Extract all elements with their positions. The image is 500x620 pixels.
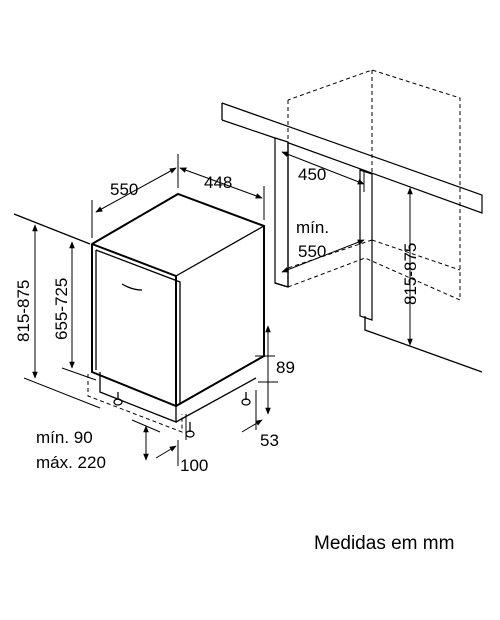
top-dimensions: [91, 154, 265, 238]
plinth-dimensions: [131, 414, 187, 466]
label-min-depth-prefix: mín.: [296, 218, 329, 237]
label-foot-53: 53: [260, 431, 279, 450]
label-plinth-100: 100: [180, 456, 208, 475]
dishwasher-body: [87, 192, 266, 438]
foot-dimensions: [241, 325, 278, 433]
niche-side-wall: [274, 137, 289, 288]
label-min-depth-value: 550: [298, 242, 326, 261]
label-depth: 550: [110, 180, 138, 199]
label-height-left: 815-875: [14, 280, 33, 342]
label-min-plinth: mín. 90: [36, 428, 93, 447]
label-foot-89: 89: [276, 358, 295, 377]
min-depth-dimension: [281, 239, 365, 273]
label-niche-depth: 450: [298, 165, 326, 184]
units-caption: Medidas em mm: [314, 533, 454, 554]
label-height-inner: 655-725: [52, 278, 71, 340]
left-height-dimensions: [13, 213, 101, 409]
door-handle: [121, 283, 143, 291]
niche-depth-dimension: [281, 151, 365, 192]
niche-right-wall: [359, 169, 373, 321]
worktop: [221, 102, 483, 214]
label-height-right: 815-875: [401, 243, 420, 305]
label-width: 448: [204, 173, 232, 192]
label-max-plinth: máx. 220: [36, 453, 106, 472]
